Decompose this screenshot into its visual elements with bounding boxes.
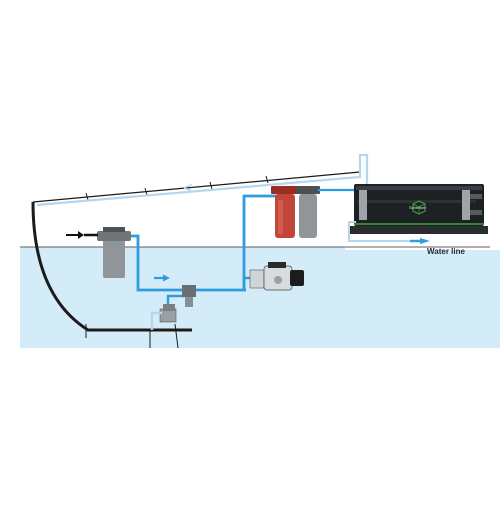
feed-riser (166, 294, 184, 304)
sea-water (20, 247, 500, 348)
sea-strainer-cap (97, 231, 131, 241)
sea-strainer-top (103, 227, 125, 232)
frame-tick (265, 175, 269, 184)
water-line-label: Water line (427, 247, 465, 256)
pump-feed-riser (242, 194, 278, 290)
pre-filter-gray (296, 186, 320, 238)
frame-tick (174, 323, 179, 349)
feed-flow-arrowhead (163, 274, 170, 282)
unit-logo-icon (412, 200, 426, 215)
frame-tick (85, 192, 89, 201)
tee-fitting (182, 285, 196, 297)
frame-tick (209, 181, 213, 190)
inlet-valve (163, 304, 175, 311)
brine-flow-arrow (420, 238, 430, 244)
brine-discharge-line (348, 221, 420, 242)
unit-brand-label: Schenker (409, 205, 426, 210)
watermaker-unit (350, 184, 488, 234)
inlet-pipe (150, 311, 162, 330)
frame-tick (144, 187, 148, 196)
strainer-inlet-arrowhead (78, 231, 84, 239)
product-water-line (36, 153, 385, 207)
product-flow-arrow (183, 183, 193, 192)
hull (31, 201, 192, 332)
feed-pump (249, 262, 304, 291)
tee-fitting-stem (185, 297, 193, 307)
sea-strainer-body (103, 240, 125, 278)
pre-filter-red (271, 186, 299, 238)
